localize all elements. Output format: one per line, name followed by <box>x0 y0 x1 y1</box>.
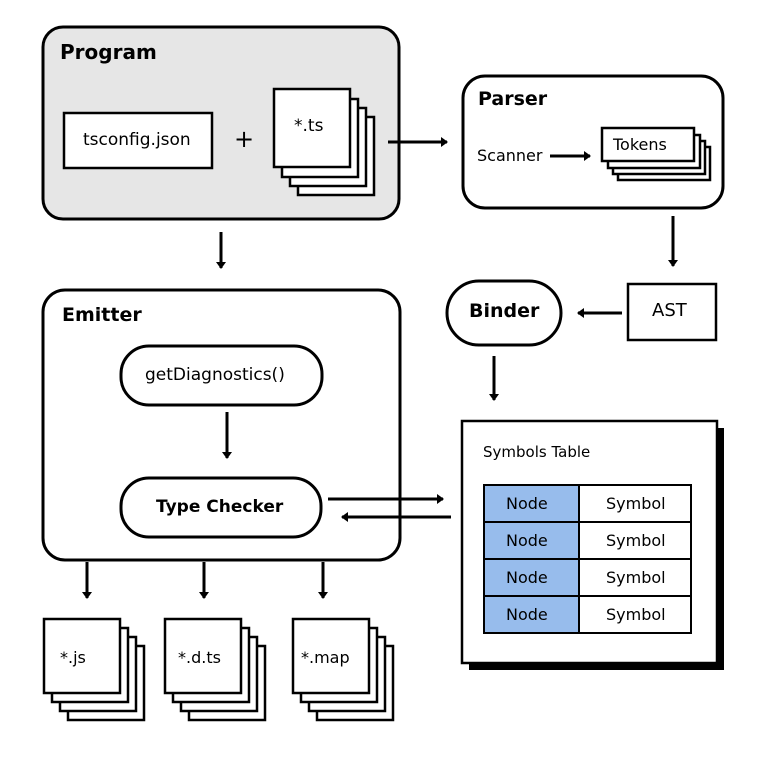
tsconfig-label: tsconfig.json <box>83 130 191 150</box>
symbols-table-grid <box>483 484 692 634</box>
symbol-cell <box>578 558 692 597</box>
binder-label: Binder <box>469 300 540 322</box>
binder-box <box>445 279 563 347</box>
map-files-label: *.map <box>301 648 350 667</box>
node-cell-label: Node <box>506 531 548 550</box>
ts-files-stack <box>272 87 376 197</box>
symbol-cell-label: Symbol <box>606 494 666 513</box>
symbol-cell <box>578 484 692 523</box>
symbol-cell-label: Symbol <box>606 531 666 550</box>
tokens-stack <box>600 126 712 182</box>
node-cell <box>483 595 580 634</box>
symbol-cell-label: Symbol <box>606 605 666 624</box>
dts-files-label: *.d.ts <box>178 648 221 667</box>
symbol-cell-label: Symbol <box>606 568 666 587</box>
plus-sign: + <box>234 125 255 153</box>
map-files-stack <box>291 617 395 722</box>
symbol-cell <box>578 595 692 634</box>
ast-label: AST <box>652 300 687 321</box>
scanner-label: Scanner <box>477 146 543 165</box>
tsconfig-box <box>62 111 214 170</box>
type-checker-box <box>119 476 323 539</box>
parser-title: Parser <box>478 88 548 110</box>
ts-files-label: *.ts <box>294 116 324 136</box>
symbols-table-title: Symbols Table <box>483 443 591 461</box>
node-cell-label: Node <box>506 568 548 587</box>
node-cell-label: Node <box>506 494 548 513</box>
tokens-label: Tokens <box>613 135 667 154</box>
js-files-stack <box>42 617 146 722</box>
node-cell <box>483 484 580 523</box>
type-checker-label: Type Checker <box>156 497 284 517</box>
ast-box <box>626 282 718 342</box>
node-cell <box>483 558 580 597</box>
js-files-label: *.js <box>60 648 86 667</box>
node-cell-label: Node <box>506 605 548 624</box>
dts-files-stack <box>163 617 267 722</box>
get-diagnostics-label: getDiagnostics() <box>145 365 285 385</box>
program-title: Program <box>60 40 157 64</box>
get-diagnostics-box <box>119 344 324 407</box>
emitter-title: Emitter <box>62 304 142 326</box>
